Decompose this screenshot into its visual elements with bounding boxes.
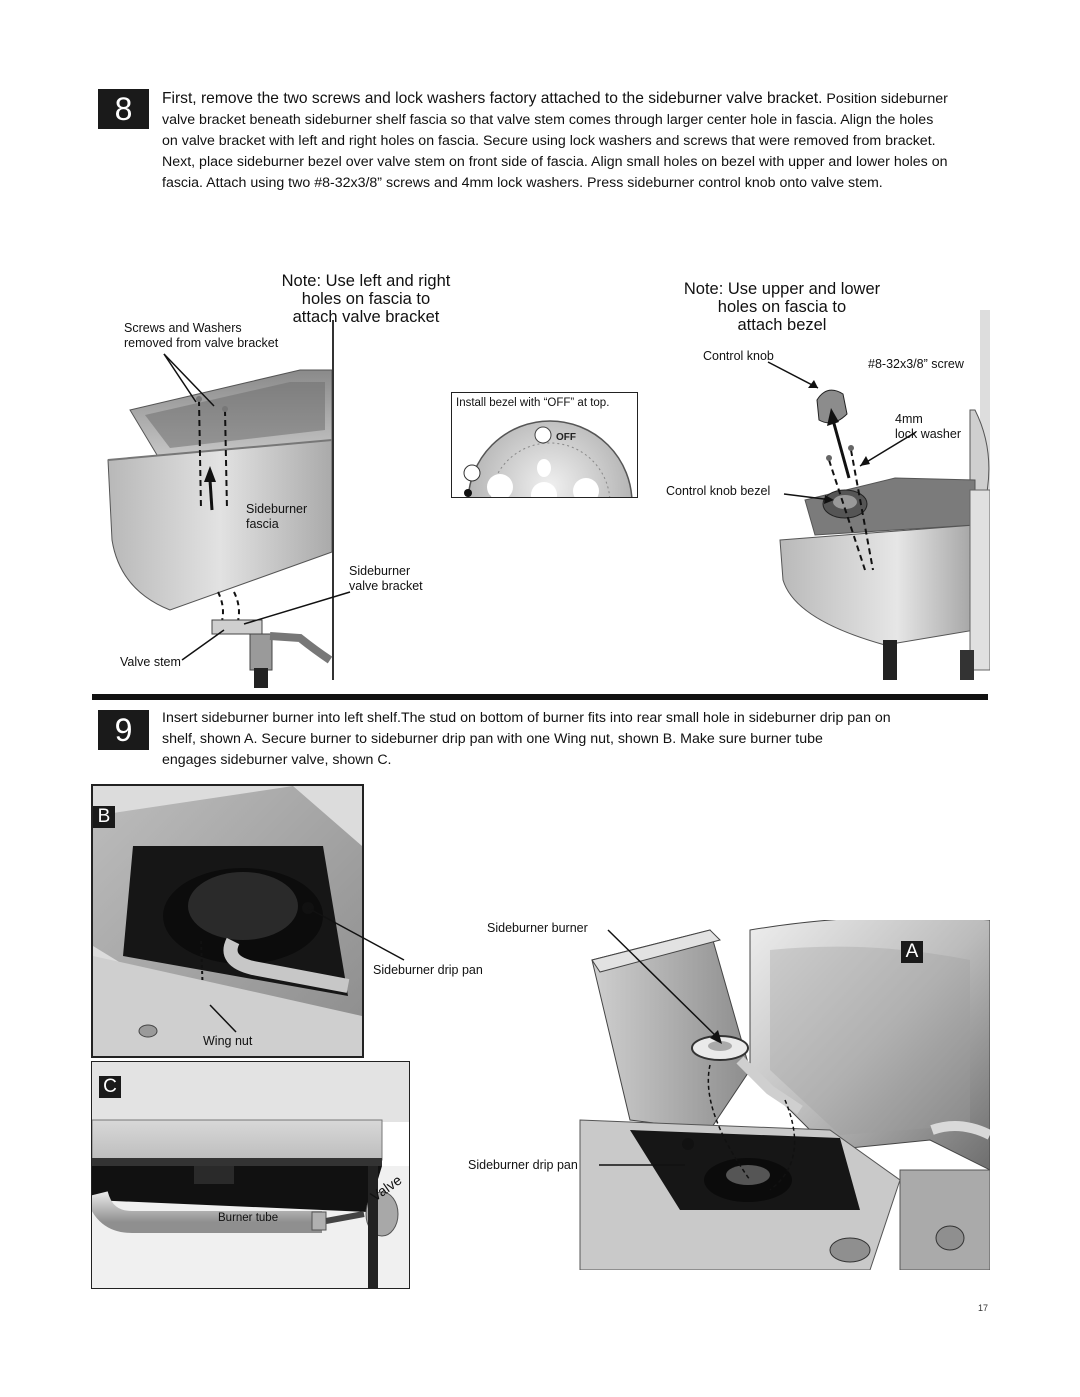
label-burner-tube: Burner tube <box>218 1212 279 1224</box>
note-left-line3: attach valve bracket <box>292 308 440 326</box>
drip-pan-leader-a <box>599 1164 685 1166</box>
grill-illustration <box>570 920 990 1270</box>
screws-leader-lines <box>163 353 215 407</box>
panel-a-letter: A <box>901 941 923 963</box>
step-8-line4: Next, place sideburner bezel over valve … <box>162 154 948 170</box>
label-screws-washers-line2: removed from valve bracket <box>124 336 279 350</box>
fascia-illustration <box>107 320 334 688</box>
label-sideburner-drip-pan-a: Sideburner drip pan <box>468 1158 578 1172</box>
step-9-line3: engages sideburner valve, shown C. <box>162 752 392 768</box>
label-screw-spec: #8-32x3/8” screw <box>868 357 964 371</box>
step-8-badge: 8 <box>98 89 149 129</box>
label-sideburner-valve-bracket: Sideburner valve bracket <box>349 564 423 594</box>
bezel-leader <box>783 493 834 504</box>
label-fascia-line1: Sideburner <box>246 502 308 516</box>
step-8-line2: valve bracket beneath sideburner shelf f… <box>162 112 934 128</box>
panel-b-letter: B <box>93 806 115 828</box>
label-sideburner-burner: Sideburner burner <box>487 921 588 935</box>
note-right-line1: Note: Use upper and lower <box>683 280 881 298</box>
label-lock-washer: 4mm lock washer <box>895 412 961 442</box>
control-knob-leader <box>767 361 819 389</box>
burner-tube-closeup <box>92 1062 409 1288</box>
label-control-knob-bezel: Control knob bezel <box>666 484 771 498</box>
drip-pan-closeup <box>93 786 362 1056</box>
off-text: OFF <box>556 432 576 443</box>
note-left: Note: Use left and right holes on fascia… <box>248 272 484 326</box>
page-number: 17 <box>978 1303 989 1313</box>
label-valve-bracket-line1: Sideburner <box>349 564 411 578</box>
valve-bracket-leader <box>243 591 351 625</box>
bezel-graphic: OFF <box>463 420 633 497</box>
drip-pan-leader-b <box>307 907 405 961</box>
label-lock-washer-line1: 4mm <box>895 412 923 426</box>
step-8-line3: on valve bracket with left and right hol… <box>162 133 936 149</box>
note-left-line2: holes on fascia to <box>301 290 431 308</box>
label-sideburner-drip-pan-b: Sideburner drip pan <box>373 963 483 977</box>
valve-stem-leader <box>181 629 225 661</box>
label-valve-bracket-line2: valve bracket <box>349 579 423 593</box>
step-8-line5: fascia. Attach using two #8-32x3/8” scre… <box>162 175 883 191</box>
step-9-instructions: Insert sideburner burner into left shelf… <box>162 708 992 771</box>
control-knob-illustration <box>779 310 990 680</box>
label-sideburner-fascia: Sideburner fascia <box>246 502 307 532</box>
step-8-lead-sentence: First, remove the two screws and lock wa… <box>162 90 823 107</box>
step-9-badge: 9 <box>98 710 149 750</box>
panel-b: B Wing nut <box>91 784 364 1058</box>
label-valve-stem: Valve stem <box>120 655 181 669</box>
label-screws-washers-line1: Screws and Washers <box>124 321 242 335</box>
bezel-inset: Install bezel with “OFF” at top. OFF <box>451 392 638 498</box>
note-right-line2: holes on fascia to <box>717 298 847 316</box>
note-right-line3: attach bezel <box>737 316 827 334</box>
step-9-line2: shelf, shown A. Secure burner to sidebur… <box>162 731 823 747</box>
section-divider <box>92 694 988 700</box>
label-install-bezel: Install bezel with “OFF” at top. <box>456 397 610 409</box>
label-lock-washer-line2: lock washer <box>895 427 961 441</box>
step-8-instructions: First, remove the two screws and lock wa… <box>162 88 1002 194</box>
label-fascia-line2: fascia <box>246 517 279 531</box>
step-9-line1: Insert sideburner burner into left shelf… <box>162 710 891 726</box>
note-left-line1: Note: Use left and right <box>281 272 451 290</box>
lock-washer-leader <box>859 431 917 467</box>
panel-c: C Burner tube Valve <box>91 1061 410 1289</box>
label-wing-nut: Wing nut <box>201 1034 255 1049</box>
note-right: Note: Use upper and lower holes on fasci… <box>660 280 904 334</box>
step-8-line1-rest: Position sideburner <box>822 91 948 107</box>
label-screws-washers: Screws and Washers removed from valve br… <box>124 321 278 351</box>
label-control-knob: Control knob <box>703 349 774 363</box>
panel-c-letter: C <box>99 1076 121 1098</box>
sideburner-burner-leader <box>607 929 722 1044</box>
